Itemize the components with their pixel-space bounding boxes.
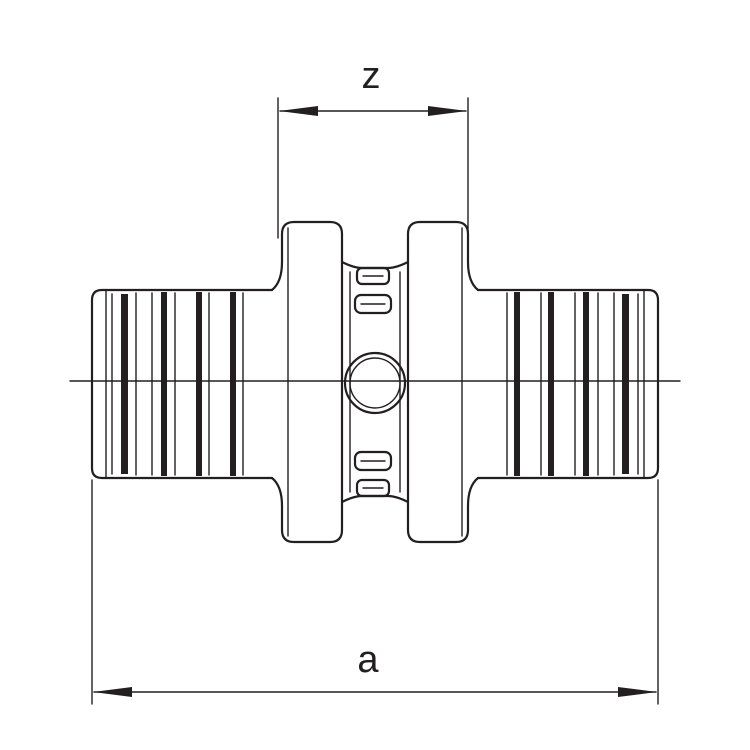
left-spigot xyxy=(90,288,274,480)
seal-band xyxy=(196,292,202,476)
clip-tab-upper xyxy=(353,266,393,315)
seal-band xyxy=(548,292,554,476)
arrowhead-left xyxy=(279,106,318,116)
dimension-label-a: a xyxy=(357,639,379,681)
seal-band xyxy=(622,294,629,474)
dimension-label-z: z xyxy=(362,55,381,97)
dimension-z: z xyxy=(277,55,469,239)
seal-band xyxy=(161,292,167,476)
seal-band xyxy=(121,294,128,474)
clip-tab-lower xyxy=(353,450,393,498)
left-collar xyxy=(270,220,344,544)
seal-band xyxy=(514,292,520,476)
arrowhead-right xyxy=(428,106,467,116)
seal-band xyxy=(230,292,236,476)
center-bridge xyxy=(340,260,410,504)
dimension-a: a xyxy=(91,479,659,705)
arrowhead-right xyxy=(618,687,657,697)
arrowhead-left xyxy=(93,687,132,697)
seal-band xyxy=(583,292,589,476)
right-collar xyxy=(406,220,480,544)
inspection-hole xyxy=(343,351,407,415)
right-spigot xyxy=(476,288,660,480)
